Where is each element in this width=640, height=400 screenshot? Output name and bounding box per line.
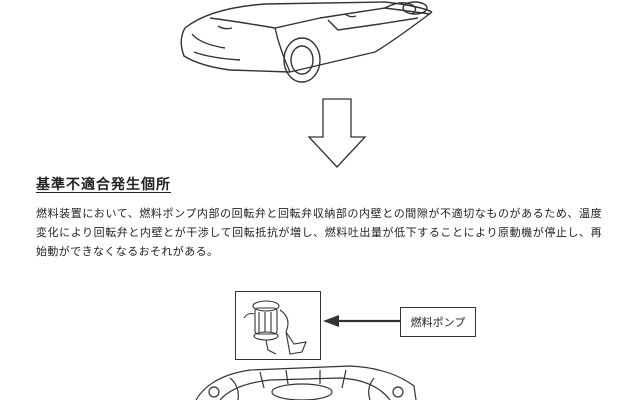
fuel-pump-image	[235, 291, 321, 360]
engine-illustration	[195, 365, 417, 400]
car-illustration	[180, 1, 433, 83]
fuel-pump-label: 燃料ポンプ	[400, 307, 476, 337]
down-arrow-icon	[307, 98, 367, 168]
defect-description: 燃料装置において、燃料ポンプ内部の回転弁と回転弁収納部の内壁との間隙が不適切なも…	[36, 207, 602, 258]
section-heading: 基準不適合発生個所	[36, 177, 171, 193]
callout-arrow	[323, 315, 401, 327]
